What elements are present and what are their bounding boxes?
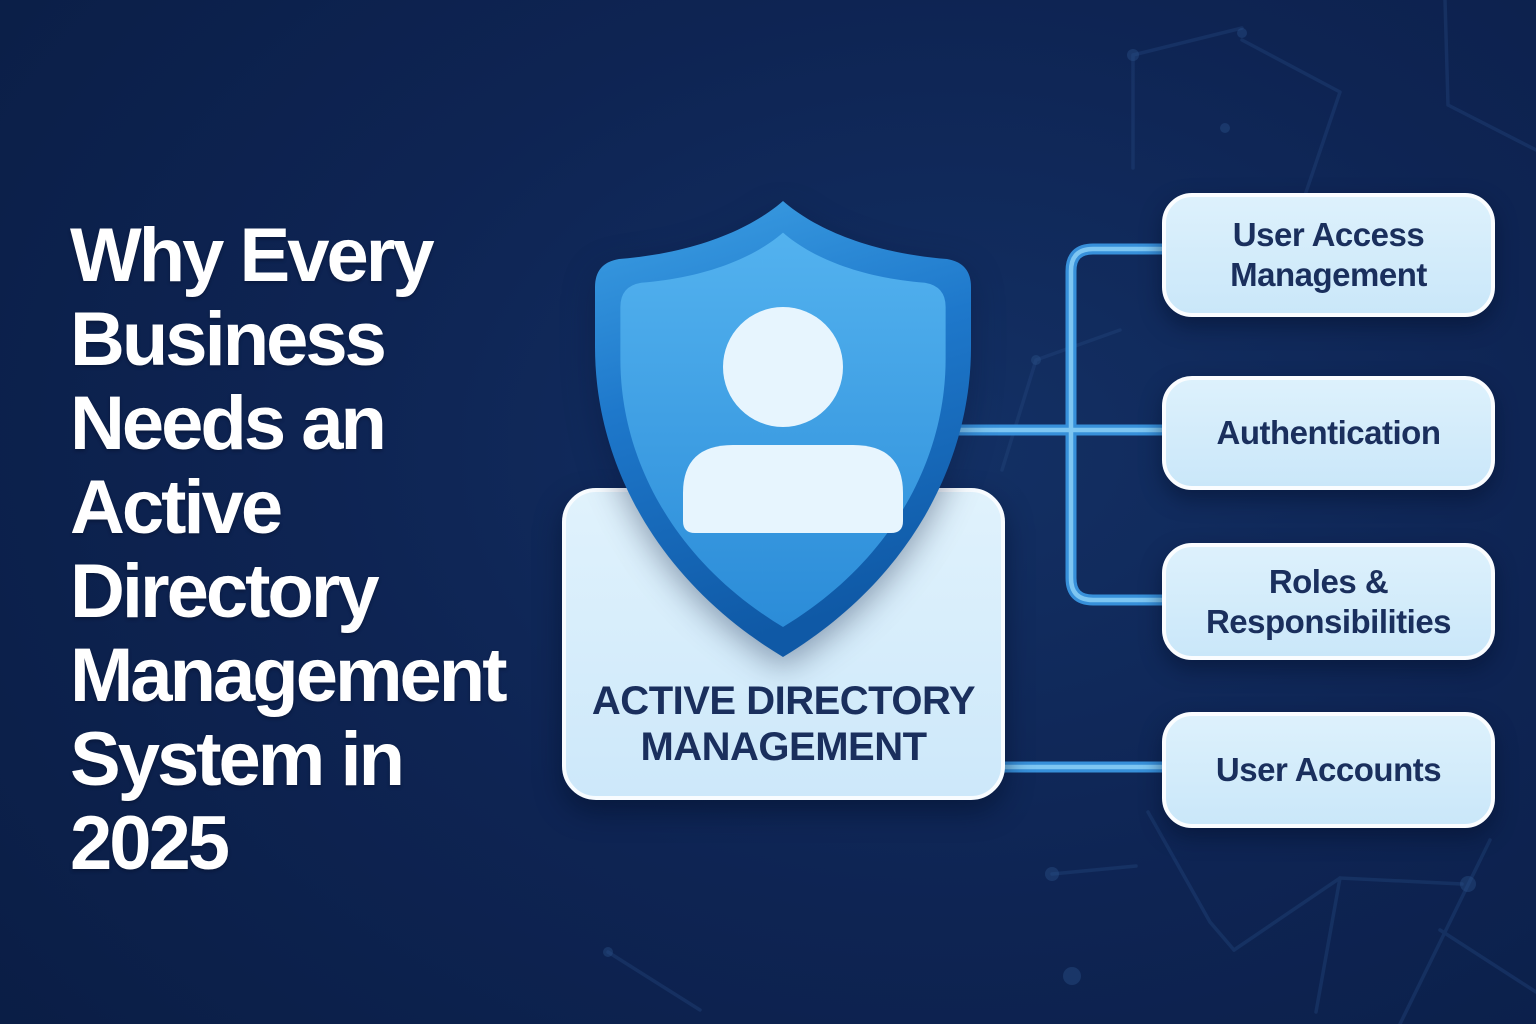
center-node-label: ACTIVE DIRECTORY MANAGEMENT	[591, 679, 976, 769]
node-user-access-management: User Access Management	[1162, 193, 1495, 317]
branch-node-label: User Access Management	[1230, 216, 1427, 293]
branch-node-label: Authentication	[1216, 414, 1441, 451]
node-authentication: Authentication	[1162, 376, 1495, 490]
shield-user-icon	[595, 201, 971, 657]
branch-node-label: Roles & Responsibilities	[1205, 562, 1452, 640]
branch-node-label: User Accounts	[1215, 751, 1442, 788]
node-roles-responsibilities: Roles & Responsibilities	[1162, 543, 1495, 660]
node-user-accounts: User Accounts	[1162, 712, 1495, 828]
user-silhouette	[683, 307, 903, 533]
page-title: Why Every Business Needs an Active Direc…	[70, 213, 508, 886]
shield-inner	[620, 232, 946, 628]
